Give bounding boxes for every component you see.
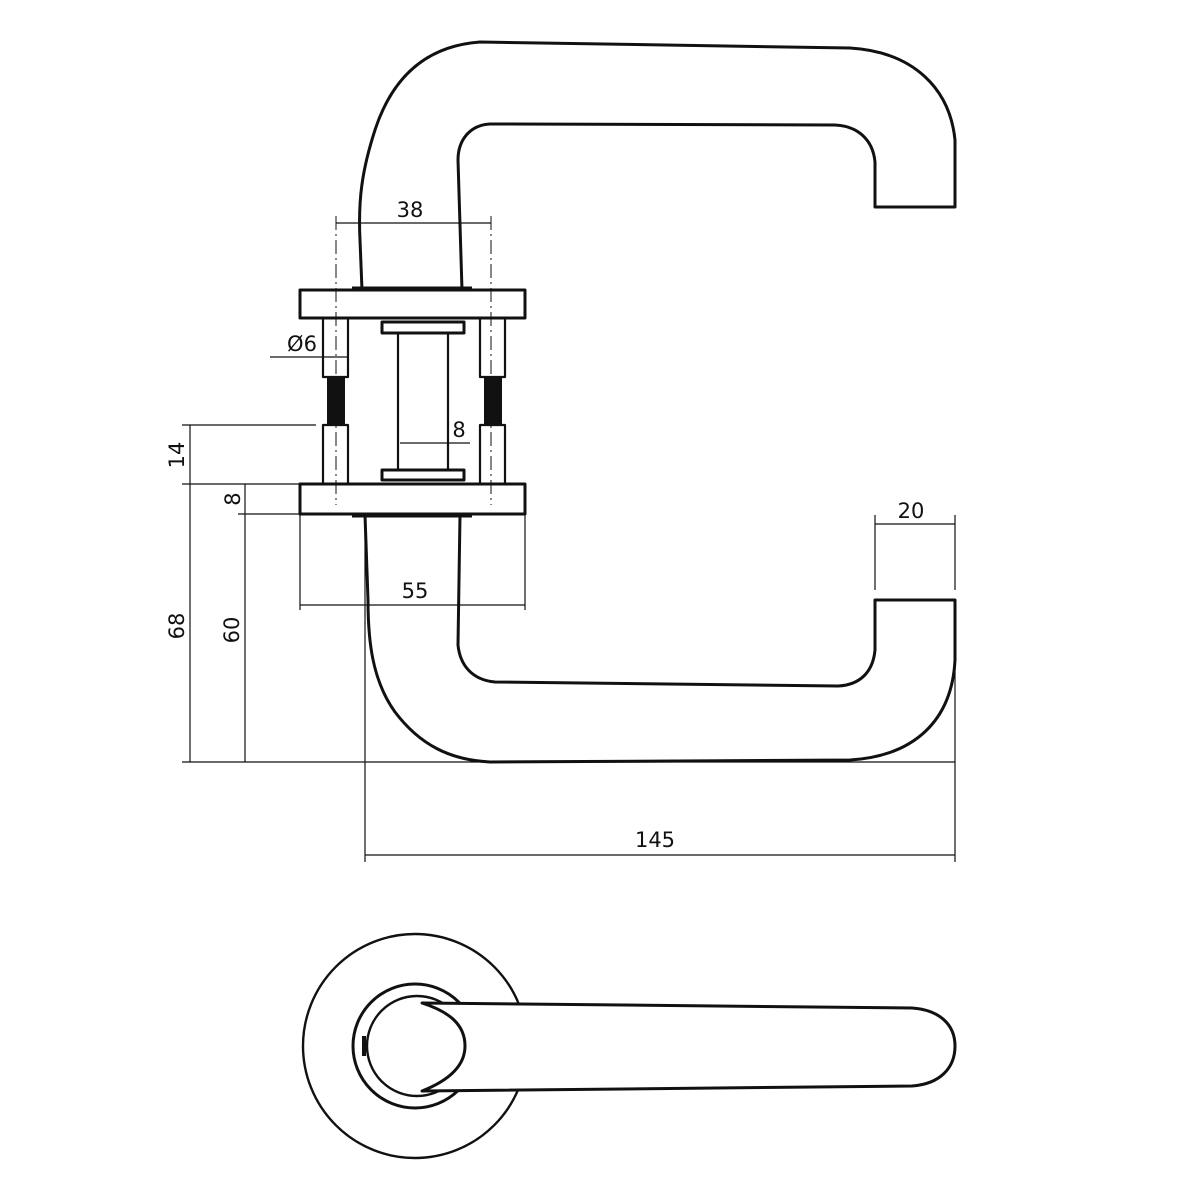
dim-spindle-label: 8 (452, 418, 465, 442)
dim-14-label: 14 (165, 442, 189, 469)
dim-38-label: 38 (397, 198, 424, 222)
spindle-upper-flange (380, 320, 466, 335)
upper-lever-outline (358, 40, 957, 292)
dim-bolt-diameter-label: Ø6 (287, 332, 317, 356)
right-bolt (478, 316, 507, 486)
dim-68-label: 68 (165, 613, 189, 640)
lower-rose-plate (298, 482, 527, 516)
lower-lever-outline (363, 513, 957, 764)
spindle-lower-flange (380, 468, 466, 482)
dim-55-label: 55 (402, 579, 429, 603)
dim-60-label: 60 (220, 617, 244, 644)
dim-20-label: 20 (898, 499, 925, 523)
upper-rose-plate (298, 288, 527, 320)
top-view (301, 932, 957, 1160)
spindle (396, 331, 450, 472)
dim-8-label: 8 (221, 492, 245, 505)
dim-145-label: 145 (635, 828, 675, 852)
